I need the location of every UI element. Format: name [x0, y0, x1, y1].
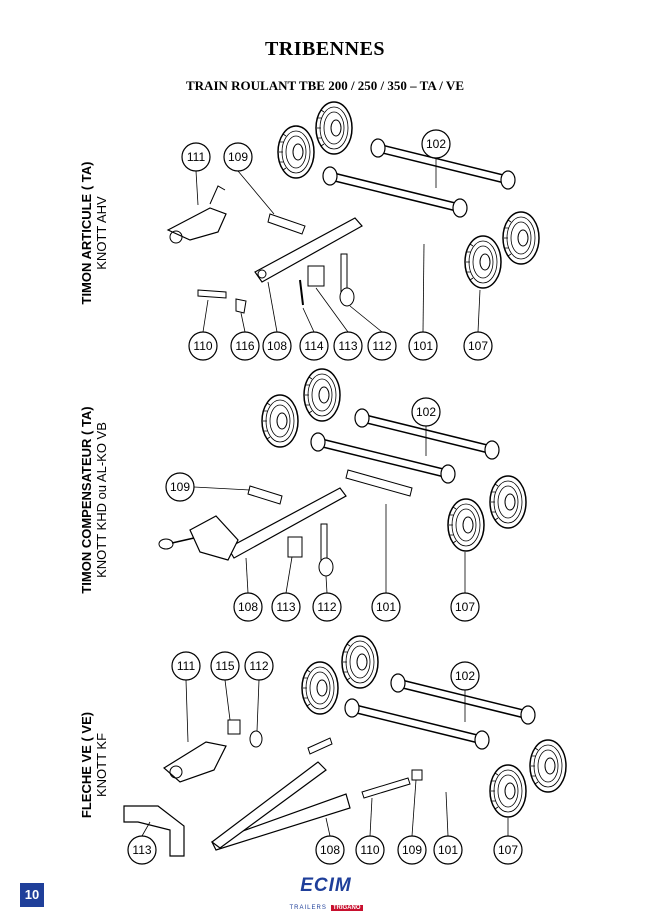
svg-text:101: 101 — [438, 843, 458, 857]
svg-text:115: 115 — [215, 659, 234, 673]
svg-text:114: 114 — [304, 339, 323, 353]
svg-text:107: 107 — [468, 339, 488, 353]
svg-text:111: 111 — [177, 659, 196, 673]
callout-113-s2: 113 — [271, 592, 301, 622]
svg-text:113: 113 — [276, 600, 295, 614]
section-2-drawing — [158, 368, 527, 577]
svg-text:111: 111 — [187, 150, 206, 164]
svg-text:109: 109 — [170, 480, 190, 494]
callout-107-s3: 107 — [493, 835, 523, 865]
callout-107-s1: 107 — [463, 331, 493, 361]
callout-114-s1: 114 — [299, 331, 329, 361]
logo-tagline: TRAILERS — [289, 905, 327, 911]
svg-text:113: 113 — [132, 843, 151, 857]
svg-text:109: 109 — [228, 150, 248, 164]
callout-101-s1: 101 — [408, 331, 438, 361]
svg-text:102: 102 — [455, 669, 475, 683]
svg-text:101: 101 — [413, 339, 433, 353]
callout-109-s1: 109 — [223, 142, 253, 172]
svg-text:112: 112 — [317, 600, 336, 614]
page-subtitle: TRAIN ROULANT TBE 200 / 250 / 350 – TA /… — [186, 78, 464, 93]
callout-102-s1: 102 — [421, 129, 451, 159]
page-number: 10 — [20, 883, 44, 907]
callout-112-s3: 112 — [244, 651, 274, 681]
callout-109-s2: 109 — [165, 472, 195, 502]
ecim-logo: ECIM TRAILERS TRIGANO — [287, 875, 365, 911]
svg-text:101: 101 — [376, 600, 396, 614]
callout-107-s2: 107 — [450, 592, 480, 622]
callout-111-s3: 111 — [171, 651, 201, 681]
svg-text:113: 113 — [338, 339, 357, 353]
callout-102-s2: 102 — [411, 397, 441, 427]
callout-108-s2: 108 — [233, 592, 263, 622]
svg-text:108: 108 — [267, 339, 287, 353]
callout-113-s3: 113 — [127, 835, 157, 865]
svg-text:107: 107 — [455, 600, 475, 614]
callout-110-s3: 110 — [355, 835, 385, 865]
svg-text:108: 108 — [320, 843, 340, 857]
callout-115-s3: 115 — [210, 651, 240, 681]
svg-text:102: 102 — [416, 405, 436, 419]
svg-text:102: 102 — [426, 137, 446, 151]
callout-102-s3: 102 — [450, 661, 480, 691]
logo-brand: TRIGANO — [330, 905, 363, 911]
svg-text:110: 110 — [193, 339, 212, 353]
callout-113-s1: 113 — [333, 331, 363, 361]
svg-text:107: 107 — [498, 843, 518, 857]
callout-108-s3: 108 — [315, 835, 345, 865]
svg-text:116: 116 — [235, 339, 254, 353]
callout-109-s3: 109 — [397, 835, 427, 865]
callout-111-s1: 111 — [181, 142, 211, 172]
section-1-drawing — [166, 101, 540, 314]
page-title: TRIBENNES — [264, 38, 386, 60]
callout-101-s2: 101 — [371, 592, 401, 622]
svg-text:108: 108 — [238, 600, 258, 614]
callout-101-s3: 101 — [433, 835, 463, 865]
logo-text: ECIM — [300, 875, 352, 896]
svg-text:112: 112 — [249, 659, 268, 673]
callouts: 111 109 102 110 116 108 114 113 112 101 … — [127, 129, 523, 865]
callout-112-s2: 112 — [312, 592, 342, 622]
svg-text:112: 112 — [372, 339, 391, 353]
section-3-drawing — [123, 635, 567, 857]
callout-108-s1: 108 — [262, 331, 292, 361]
svg-text:110: 110 — [360, 843, 379, 857]
svg-text:109: 109 — [402, 843, 422, 857]
callout-116-s1: 116 — [230, 331, 260, 361]
callout-112-s1: 112 — [367, 331, 397, 361]
callout-110-s1: 110 — [188, 331, 218, 361]
